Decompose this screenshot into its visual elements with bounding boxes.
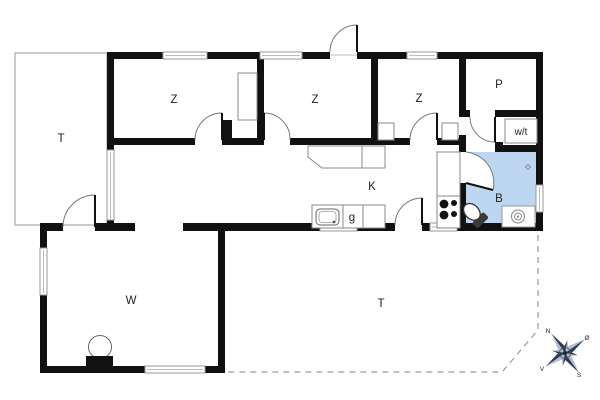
- compass-east-label: Ø: [584, 335, 589, 342]
- room-label-kitchen: K: [368, 181, 376, 193]
- terrace-south-dashed-boundary: [225, 235, 539, 373]
- wood-stove: [86, 335, 113, 367]
- room-label-washer-dryer: w/t: [514, 127, 528, 138]
- window: [144, 365, 206, 374]
- closet: [377, 122, 395, 141]
- compass-rose-icon: N Ø S V: [540, 328, 590, 379]
- compass-west-label: V: [540, 366, 545, 373]
- closet: [237, 72, 258, 121]
- kitchen-counter: [307, 145, 386, 169]
- kitchen-sink: [311, 204, 386, 229]
- window: [39, 247, 48, 296]
- toilet: [462, 202, 489, 229]
- compass-north-label: N: [546, 328, 551, 335]
- interior-walls: [107, 52, 536, 230]
- exterior-walls: [40, 52, 543, 373]
- bedroom-2-door: [263, 112, 291, 141]
- living-room-terrace-door: [394, 197, 423, 226]
- fixtures: [86, 72, 538, 367]
- room-label-terrace-nw: T: [57, 133, 64, 145]
- doors: [62, 24, 496, 228]
- closet: [441, 122, 459, 141]
- annex-terrace-door: [62, 194, 96, 228]
- room-label-annex: W: [126, 295, 137, 307]
- chimney: [86, 356, 113, 367]
- room-label-stove-unit: g: [349, 212, 355, 224]
- window: [162, 51, 208, 60]
- bathroom-door: [465, 151, 495, 191]
- p-room-door: [469, 116, 496, 143]
- bedroom-3-door: [409, 112, 438, 141]
- window: [535, 184, 544, 213]
- washer-dryer-box: [504, 118, 538, 144]
- room-label-bedroom-3: Z: [415, 93, 422, 105]
- window: [259, 51, 303, 60]
- room-label-terrace-south: T: [377, 298, 384, 310]
- vent-diamond-icon: [524, 163, 532, 171]
- room-labels: T Z Z Z P w/t K g B W T: [57, 79, 527, 310]
- window: [106, 149, 115, 221]
- terrace-nw-outline: [14, 52, 108, 226]
- room-label-bedroom-2: Z: [311, 94, 318, 106]
- room-label-p-room: P: [495, 79, 503, 91]
- shower: [501, 205, 536, 228]
- kitchen-stove: [436, 151, 461, 229]
- bedroom-1-door: [194, 112, 223, 141]
- compass-south-label: S: [577, 372, 582, 379]
- room-label-bathroom: B: [495, 193, 503, 205]
- room-label-bedroom-1: Z: [170, 94, 177, 106]
- window: [406, 51, 438, 60]
- entrance-door: [329, 24, 358, 56]
